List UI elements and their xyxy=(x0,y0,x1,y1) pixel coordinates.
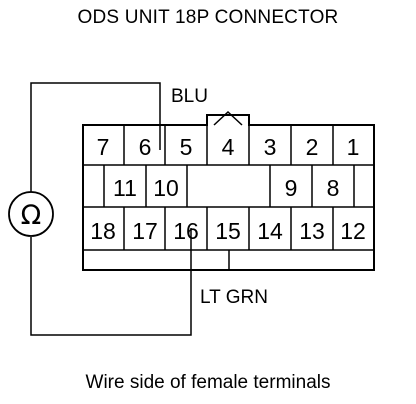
row3-dividers xyxy=(123,207,334,250)
pin-3: 3 xyxy=(264,134,277,160)
pin-18: 18 xyxy=(90,218,116,244)
pin-16: 16 xyxy=(173,218,199,244)
probe-wire-lt-grn xyxy=(30,228,192,336)
pin-5: 5 xyxy=(180,134,193,160)
pin-13: 13 xyxy=(299,218,325,244)
pin-11: 11 xyxy=(113,175,137,201)
row2-dividers xyxy=(103,165,355,207)
pin-8: 8 xyxy=(327,175,340,201)
pin-7: 7 xyxy=(97,134,110,160)
ohmmeter-icon: Ω xyxy=(8,191,54,237)
ohm-symbol: Ω xyxy=(21,200,42,231)
pin-1: 1 xyxy=(347,134,360,160)
pin-15: 15 xyxy=(215,218,241,244)
diagram-caption: Wire side of female terminals xyxy=(85,372,331,393)
pin-10: 10 xyxy=(153,175,179,201)
probe-wire-blu xyxy=(30,82,161,192)
pin-4: 4 xyxy=(222,134,235,160)
pin-14: 14 xyxy=(257,218,283,244)
wire-label-blu: BLU xyxy=(171,86,208,107)
pin-9: 9 xyxy=(285,175,298,201)
pin-17: 17 xyxy=(132,218,158,244)
row1-dividers xyxy=(123,125,334,165)
wire-label-lt-grn: LT GRN xyxy=(200,287,268,308)
diagram-title: ODS UNIT 18P CONNECTOR xyxy=(77,7,339,28)
pin-12: 12 xyxy=(340,218,366,244)
pin-6: 6 xyxy=(139,134,152,160)
locking-tab xyxy=(213,110,243,126)
pin-2: 2 xyxy=(306,134,319,160)
